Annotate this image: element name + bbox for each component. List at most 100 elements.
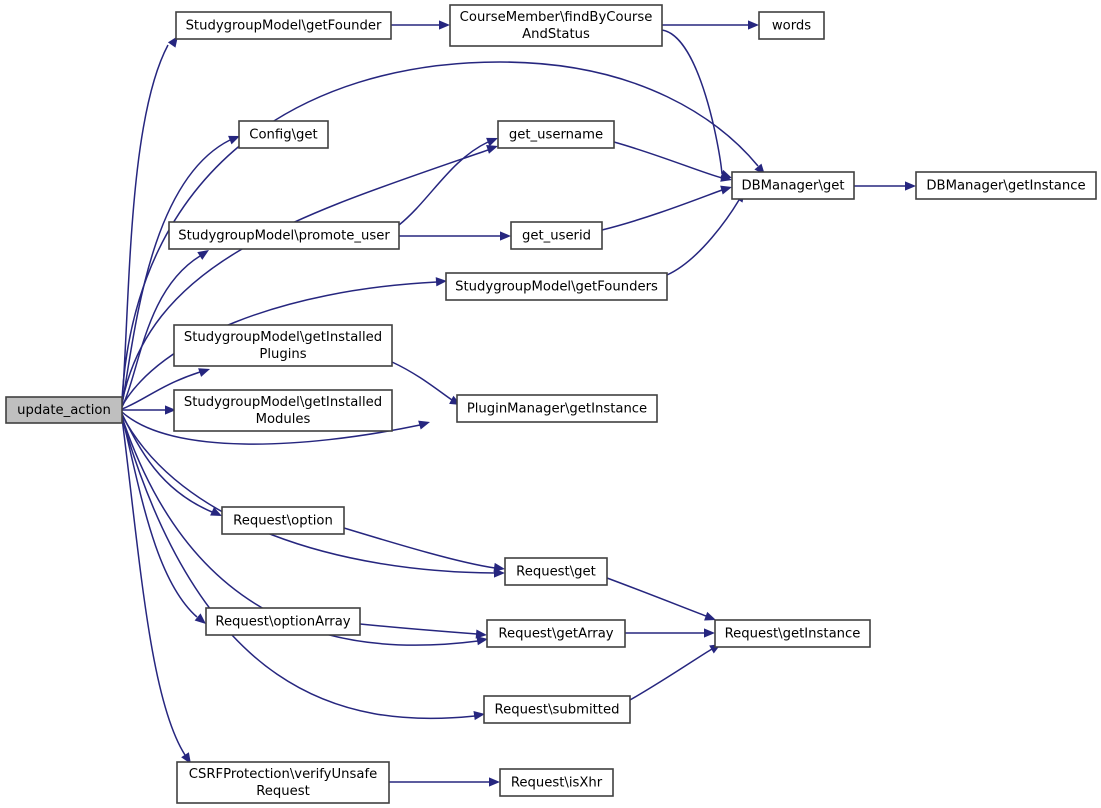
graph-node-get_userid[interactable]: get_userid: [510, 221, 603, 250]
node-label: StudygroupModel\promote_user: [178, 229, 390, 244]
node-label: get_username: [509, 128, 603, 143]
edge-getInstalledPlugins-to-pluginmanager_getinstance: [391, 361, 461, 405]
node-box[interactable]: [238, 120, 329, 149]
edge-verifyUnsafeRequest-to-request_isXhr: [389, 777, 500, 787]
arrow-head-icon: [500, 231, 511, 241]
edge-line: [121, 414, 496, 574]
node-box[interactable]: [456, 394, 658, 423]
node-label: StudygroupModel\getInstalled: [184, 330, 382, 345]
arrow-head-icon: [905, 181, 916, 191]
edge-dbmanager_get-to-dbmanager_getinstance: [854, 181, 916, 191]
arrow-head-icon: [228, 135, 240, 145]
node-label: words: [772, 19, 811, 34]
edge-update_action-to-request_get: [121, 414, 505, 578]
edge-line: [121, 415, 198, 618]
graph-node-request_isXhr[interactable]: Request\isXhr: [499, 768, 614, 797]
node-box[interactable]: [714, 619, 871, 648]
graph-node-dbmanager_getinstance[interactable]: DBManager\getInstance: [915, 171, 1097, 200]
graph-node-request_submitted[interactable]: Request\submitted: [483, 695, 631, 724]
node-box[interactable]: [499, 768, 614, 797]
graph-node-get_username[interactable]: get_username: [497, 120, 615, 149]
node-label: Request\getInstance: [725, 627, 861, 642]
edge-request_submitted-to-request_getinstance: [629, 644, 721, 701]
graph-node-dbmanager_get[interactable]: DBManager\get: [731, 171, 855, 200]
edge-getFounder-to-findByCourseAndStatus: [391, 20, 450, 30]
node-box[interactable]: [497, 120, 615, 149]
node-box[interactable]: [758, 11, 825, 40]
arrow-head-icon: [194, 613, 206, 624]
node-label: Request\isXhr: [511, 776, 603, 791]
arrow-head-icon: [720, 185, 732, 195]
graph-node-promote_user[interactable]: StudygroupModel\promote_user: [168, 221, 400, 250]
graph-node-config_get[interactable]: Config\get: [238, 120, 329, 149]
arrow-head-icon: [486, 137, 498, 147]
edge-line: [359, 623, 478, 635]
edge-update_action-to-getInstalledModules: [122, 405, 176, 415]
node-box[interactable]: [205, 607, 361, 636]
node-box[interactable]: [510, 221, 603, 250]
node-box[interactable]: [915, 171, 1097, 200]
edge-line: [398, 141, 489, 226]
node-box[interactable]: [445, 272, 668, 301]
node-box[interactable]: [483, 695, 631, 724]
arrow-head-icon: [748, 20, 759, 30]
node-box[interactable]: [449, 4, 663, 47]
arrow-head-icon: [475, 629, 487, 639]
graph-node-request_getinstance[interactable]: Request\getInstance: [714, 619, 871, 648]
node-box[interactable]: [175, 11, 392, 40]
graph-node-words[interactable]: words: [758, 11, 825, 40]
node-box[interactable]: [731, 171, 855, 200]
node-box[interactable]: [504, 557, 608, 586]
edge-request_option-to-request_get: [343, 527, 505, 573]
node-box[interactable]: [168, 221, 400, 250]
arrow-head-icon: [165, 405, 176, 415]
edge-line: [121, 44, 169, 405]
node-label: DBManager\getInstance: [926, 179, 1085, 194]
edge-request_get-to-request_getinstance: [606, 577, 716, 621]
node-label: Modules: [256, 412, 311, 427]
arrow-head-icon: [489, 777, 500, 787]
graph-node-pluginmanager_getinstance[interactable]: PluginManager\getInstance: [456, 394, 658, 423]
node-box[interactable]: [176, 761, 390, 804]
graph-node-update_action[interactable]: update_action: [5, 396, 123, 424]
graph-node-request_get[interactable]: Request\get: [504, 557, 608, 586]
graph-node-getFounders[interactable]: StudygroupModel\getFounders: [445, 272, 668, 301]
graph-node-getFounder[interactable]: StudygroupModel\getFounder: [175, 11, 392, 40]
node-box[interactable]: [486, 619, 626, 648]
node-box[interactable]: [221, 506, 345, 535]
edge-get_userid-to-dbmanager_get: [601, 185, 732, 231]
node-label: Request\submitted: [495, 703, 620, 718]
edge-line: [661, 29, 723, 175]
node-label: AndStatus: [522, 27, 590, 42]
node-box[interactable]: [173, 389, 393, 432]
graph-node-request_optionArray[interactable]: Request\optionArray: [205, 607, 361, 636]
edge-findByCourseAndStatus-to-dbmanager_get: [661, 29, 732, 179]
node-label: PluginManager\getInstance: [467, 402, 647, 417]
node-label: Request\option: [233, 514, 333, 529]
edge-update_action-to-pluginmanager_getinstance: [121, 411, 430, 445]
arrow-head-icon: [704, 628, 715, 638]
edge-get_username-to-dbmanager_get: [613, 141, 732, 182]
node-label: Request\getArray: [498, 627, 613, 642]
node-box[interactable]: [5, 396, 123, 424]
node-label: Request: [256, 784, 310, 799]
edge-line: [121, 411, 421, 445]
edge-update_action-to-getFounders: [121, 277, 447, 407]
node-box[interactable]: [173, 324, 393, 367]
node-label: StudygroupModel\getFounder: [186, 19, 382, 34]
edge-promote_user-to-get_username: [398, 137, 498, 226]
arrow-head-icon: [198, 368, 210, 377]
edges-layer: [121, 20, 916, 787]
graph-node-request_option[interactable]: Request\option: [221, 506, 345, 535]
edge-update_action-to-getInstalledPlugins: [121, 368, 210, 410]
arrow-head-icon: [181, 752, 191, 764]
edge-update_action-to-verifyUnsafeRequest: [121, 417, 191, 764]
graph-node-request_getArray[interactable]: Request\getArray: [486, 619, 626, 648]
edge-update_action-to-request_submitted: [121, 417, 485, 721]
